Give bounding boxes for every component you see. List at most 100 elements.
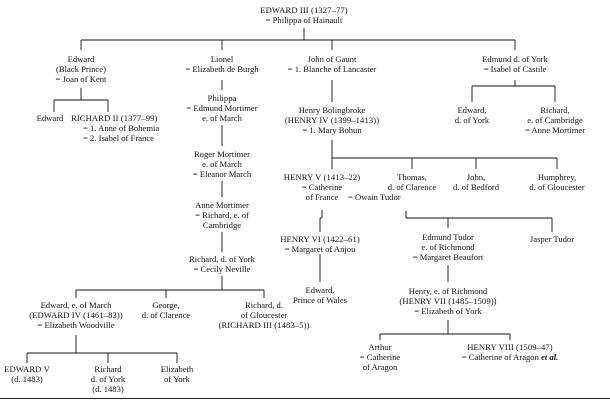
arthur-spouse: = Catherine (359, 352, 401, 363)
philippa-spouse-title: e. of March (202, 113, 242, 124)
philippa-name: Philippa (207, 93, 237, 103)
edward-ed-name: Edward, (457, 105, 487, 115)
arthur-node: Arthur = Catherine of Aragon (360, 342, 400, 373)
richard-prince-title: d. of York (90, 374, 126, 385)
richard-cam-spouse: = Anne Mortimer (524, 125, 586, 136)
richard-iii-title: of Gloucester (240, 310, 288, 321)
edward-iii-node: EDWARD III (1327–77) = Philippa of Haina… (260, 5, 347, 25)
jasper-name: Jasper Tudor (529, 234, 575, 244)
elizabeth-title: of York (164, 374, 190, 385)
edward-iv-node: Edward, e. of March (EDWARD IV (1461–83)… (29, 300, 123, 331)
elizabeth-name: Elizabeth (160, 364, 194, 374)
edward-son-node: Edward (37, 113, 64, 123)
henry-vii-spouse: = Elizabeth of York (414, 306, 482, 317)
henry-v-spouse: = Catherine (301, 182, 343, 193)
roger-spouse: = Eleanor March (192, 169, 252, 180)
richard-cam-title: e. of Cambridge (527, 115, 583, 126)
thomas-clarence-node: Thomas, d. of Clarence (388, 172, 436, 192)
henry-vii-node: Henry, e. of Richmond (HENRY VII (1485–1… (399, 286, 496, 317)
john-bed-name: John, (466, 172, 486, 182)
richard-ii-name: RICHARD II (1377–99) (71, 113, 158, 123)
john-bedford-node: John, d. of Bedford (453, 172, 499, 192)
edward-duke-york-node: Edward, d. of York (455, 105, 489, 125)
roger-mortimer-node: Roger Mortimer e. of March = Eleanor Mar… (193, 149, 251, 180)
henry-iv-reign: (HENRY IV (1399–1413)) (284, 115, 380, 126)
owain-tudor-name: = Owain Tudor (348, 192, 401, 202)
richard-york-name: Richard, d. of York (189, 254, 255, 264)
richard-prince-name: Richard (94, 364, 122, 374)
anne-name: Anne Mortimer (195, 200, 249, 210)
edward-iv-title: Edward, e. of March (40, 300, 112, 310)
richard-ii-node: RICHARD II (1377–99) = 1. Anne of Bohemi… (71, 113, 159, 144)
humphrey-title: d. of Gloucester (529, 182, 585, 193)
henry-viii-spouse-line: = Catherine of Aragon et al. (462, 352, 559, 362)
henry-iv-spouse: = 1. Mary Bohun (302, 125, 362, 136)
george-title: d. of Clarence (141, 310, 191, 321)
lionel-node: Lionel = Elizabeth de Burgh (185, 54, 258, 74)
black-prince-spouse: = Joan of Kent (55, 74, 107, 85)
henry-v-name: HENRY V (1413–22) (283, 172, 361, 182)
henry-viii-et-al: et al. (541, 352, 559, 363)
john-of-gaunt-node: John of Gaunt = 1. Blanche of Lancaster (288, 54, 377, 74)
richard-cam-name: Richard, (540, 105, 570, 115)
richard-iii-reign: (RICHARD III (1483–5)) (218, 320, 310, 331)
henry-vi-node: HENRY VI (1422–61) = Margaret of Anjou (280, 234, 360, 254)
edward-v-death: (d. 1483) (11, 374, 43, 385)
humphrey-name: Humphrey, (537, 172, 577, 182)
humphrey-gloucester-node: Humphrey, d. of Gloucester (529, 172, 584, 192)
philippa-spouse: = Edmund Mortimer (186, 103, 258, 114)
edward-son-name: Edward (36, 113, 64, 123)
edward-iv-reign: (EDWARD IV (1461–83)) (29, 310, 123, 321)
roger-title: e. of March (202, 159, 242, 170)
jasper-tudor-node: Jasper Tudor (530, 234, 574, 244)
edward-iii-spouse: = Philippa of Hainault (265, 15, 343, 26)
edward-v-name: EDWARD V (4, 364, 50, 374)
edmund-tudor-spouse: = Margaret Beaufort (412, 252, 484, 263)
black-prince-name: Edward (67, 54, 95, 64)
richard-york-spouse: = Cecily Neville (193, 264, 251, 275)
edward-iii-name: EDWARD III (1327–77) (260, 5, 348, 15)
henry-viii-node: HENRY VIII (1509–47) = Catherine of Arag… (462, 342, 559, 362)
owain-tudor-node: = Owain Tudor (348, 192, 401, 202)
edmund-york-name: Edmund d. of York (482, 54, 548, 64)
edmund-york-node: Edmund d. of York = Isabel of Castile (482, 54, 548, 74)
richard-ii-spouse-2: = 2. Isabel of France (83, 133, 154, 144)
anne-spouse-title: Cambridge (202, 220, 242, 231)
gaunt-name: John of Gaunt (307, 54, 357, 64)
bottom-rule (0, 398, 610, 399)
henry-iv-node: Henry Bolingbroke (HENRY IV (1399–1413))… (285, 105, 379, 136)
edmund-tudor-title: e. of Richmond (421, 242, 475, 253)
henry-vi-spouse: = Margaret of Anjou (284, 244, 356, 255)
lionel-spouse: = Elizabeth de Burgh (185, 64, 259, 75)
edward-pw-name: Edward, (305, 285, 335, 295)
edmund-tudor-node: Edmund Tudor e. of Richmond = Margaret B… (413, 232, 484, 263)
edmund-tudor-name: Edmund Tudor (422, 232, 474, 242)
roger-name: Roger Mortimer (193, 149, 251, 159)
thomas-title: d. of Clarence (387, 182, 437, 193)
gaunt-spouse: = 1. Blanche of Lancaster (287, 64, 377, 75)
henry-vii-name: Henry, e. of Richmond (408, 286, 488, 296)
edmund-york-spouse: = Isabel of Castile (483, 64, 547, 75)
richard-cambridge-node: Richard, e. of Cambridge = Anne Mortimer (525, 105, 585, 136)
edward-pw-title: Prince of Wales (292, 295, 348, 306)
george-name: George, (152, 300, 180, 310)
richard-iii-node: Richard, d. of Gloucester (RICHARD III (… (219, 300, 310, 331)
george-clarence-node: George, d. of Clarence (142, 300, 190, 320)
arthur-spouse-origin: of Aragon (362, 362, 398, 373)
anne-mortimer-node: Anne Mortimer = Richard, e. of Cambridge (195, 200, 249, 231)
john-bed-title: d. of Bedford (452, 182, 500, 193)
edward-v-node: EDWARD V (d. 1483) (4, 364, 50, 384)
elizabeth-of-york-node: Elizabeth of York (161, 364, 193, 384)
henry-viii-spouse: = Catherine of Aragon (461, 352, 539, 363)
henry-v-node: HENRY V (1413–22) = Catherine of France (284, 172, 361, 203)
richard-iii-name: Richard, d. (245, 300, 283, 310)
richard-york-prince-node: Richard d. of York (d. 1483) (91, 364, 125, 395)
thomas-name: Thomas, (397, 172, 427, 182)
philippa-node: Philippa = Edmund Mortimer e. of March (186, 93, 257, 124)
henry-viii-name: HENRY VIII (1509–47) (467, 342, 553, 352)
richard-ii-spouse-1: = 1. Anne of Bohemia (83, 123, 160, 134)
henry-vii-reign: (HENRY VII (1485–1509)) (399, 296, 497, 307)
richard-prince-death: (d. 1483) (92, 384, 124, 395)
henry-vi-name: HENRY VI (1422–61) (280, 234, 360, 244)
black-prince-title: (Black Prince) (56, 64, 106, 75)
